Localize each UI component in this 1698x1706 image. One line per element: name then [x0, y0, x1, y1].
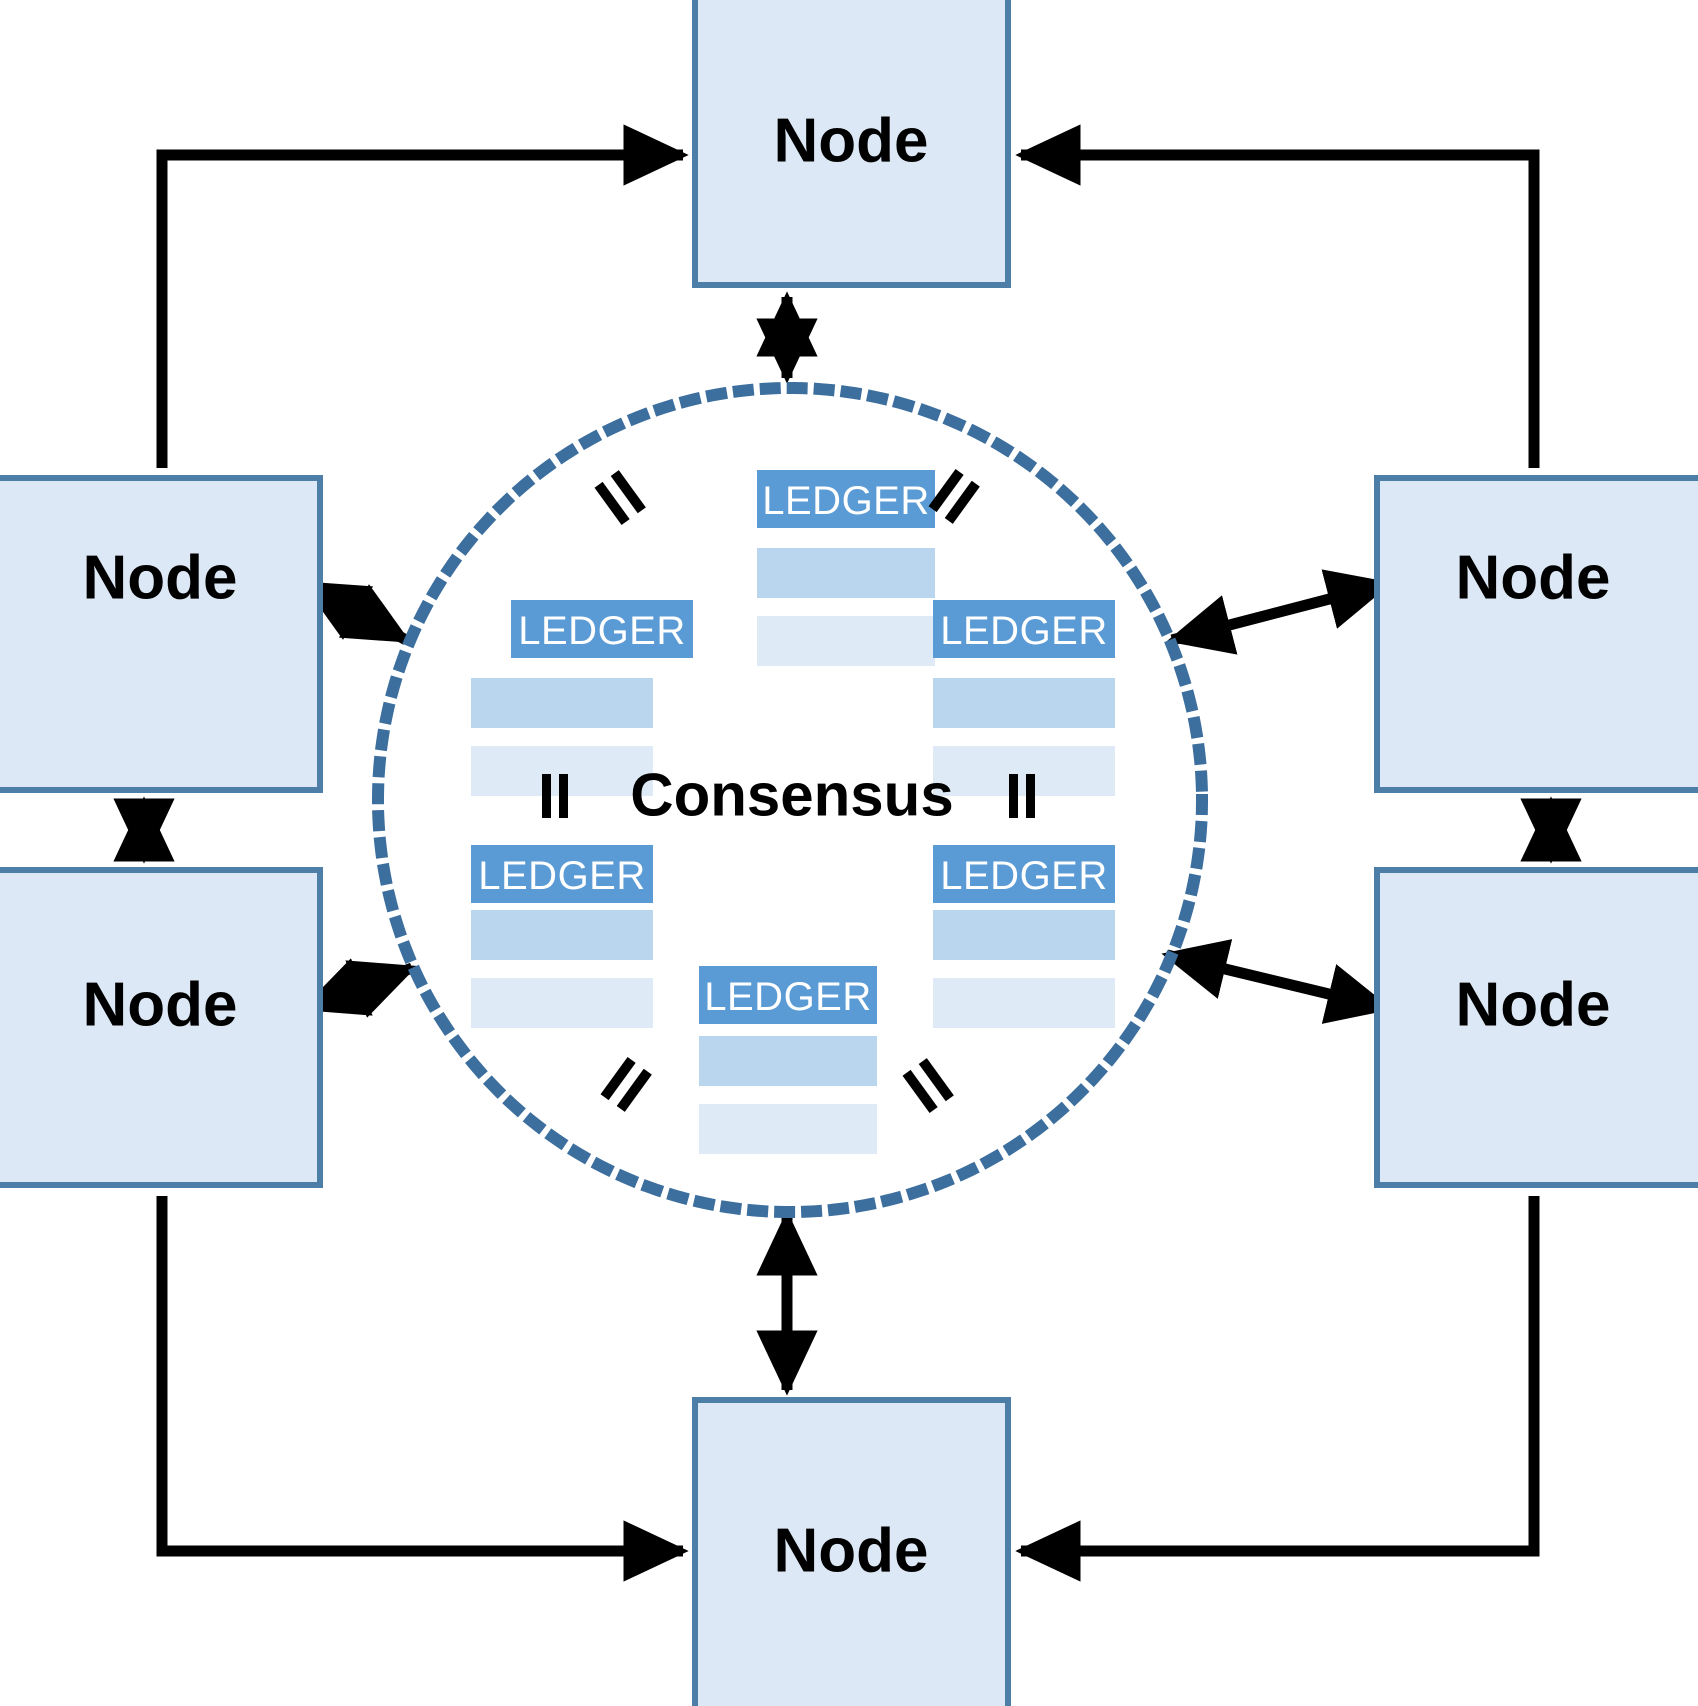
- ledger-right-upper-row-1: [933, 678, 1115, 728]
- outer-connector-group: [156, 124, 1540, 1582]
- ledger-right-lower-row-1: [933, 910, 1115, 960]
- ledger-left-upper-row-1: [471, 678, 653, 728]
- ledger-bottom[interactable]: LEDGER: [699, 966, 877, 1154]
- conn-left-upper-to-top: [156, 124, 689, 468]
- ledger-top-label: LEDGER: [762, 479, 930, 523]
- conn-right-lower-to-center: [1161, 939, 1393, 1024]
- ledger-top-row-2: [757, 616, 935, 666]
- node-bottom-box[interactable]: [692, 1397, 1011, 1706]
- node-bottom[interactable]: Node: [692, 1397, 1011, 1706]
- node-right-upper-label: Node: [1456, 544, 1611, 613]
- node-right-lower[interactable]: Node: [1374, 867, 1698, 1188]
- node-top-box[interactable]: [692, 0, 1011, 288]
- node-right-lower-box[interactable]: [1374, 867, 1698, 1188]
- ledger-right-upper-row-2: [933, 746, 1115, 796]
- ledger-bottom-header: [699, 966, 877, 1024]
- ledger-right-upper-header: [933, 600, 1115, 658]
- center-connector-group: [300, 291, 1393, 1396]
- equals-mid-left-icon: [542, 774, 568, 818]
- ledger-right-lower-label: LEDGER: [940, 854, 1108, 898]
- ledger-top-row-1: [757, 548, 935, 598]
- ledger-right-lower-row-2: [933, 978, 1115, 1028]
- conn-left-lower-to-bottom: [156, 1196, 689, 1582]
- ledger-right-lower[interactable]: LEDGER: [933, 845, 1115, 1028]
- equals-top-right-icon: [928, 468, 980, 524]
- consensus-circle: [372, 382, 1208, 1218]
- equals-mark-group: [542, 468, 1035, 1114]
- conn-right-upper-to-center: [1166, 569, 1393, 655]
- equals-top-left-icon: [594, 470, 646, 526]
- ledger-bottom-label: LEDGER: [704, 975, 872, 1019]
- node-left-lower-label: Node: [83, 971, 238, 1040]
- ledger-left-upper-label: LEDGER: [518, 609, 686, 653]
- ledger-left-lower-row-1: [471, 910, 653, 960]
- equals-bottom-right-icon: [902, 1058, 954, 1114]
- ledger-left-lower[interactable]: LEDGER: [471, 845, 653, 1028]
- conn-right-upper-to-top: [1015, 124, 1540, 468]
- consensus-label: Consensus: [630, 762, 953, 829]
- ledger-top-header: [757, 470, 935, 528]
- node-left-upper[interactable]: Node: [0, 475, 323, 793]
- ledger-left-lower-label: LEDGER: [478, 854, 646, 898]
- node-right-upper[interactable]: Node: [1374, 475, 1698, 793]
- ledger-group: LEDGER LEDGER LEDGER LEDGER: [471, 470, 1115, 1154]
- conn-left-lower-to-center: [300, 958, 418, 1018]
- ledger-left-upper[interactable]: LEDGER: [471, 600, 693, 796]
- node-right-upper-box[interactable]: [1374, 475, 1698, 793]
- ledger-bottom-row-1: [699, 1036, 877, 1086]
- conn-right-lower-to-bottom: [1015, 1196, 1540, 1582]
- node-left-upper-label: Node: [83, 544, 238, 613]
- ledger-left-lower-row-2: [471, 978, 653, 1028]
- ledger-right-upper[interactable]: LEDGER: [933, 600, 1115, 796]
- node-top[interactable]: Node: [692, 0, 1011, 288]
- equals-mid-right-icon: [1009, 774, 1035, 818]
- ledger-right-upper-label: LEDGER: [940, 609, 1108, 653]
- node-left-upper-box[interactable]: [0, 475, 323, 793]
- node-left-lower-box[interactable]: [0, 867, 323, 1188]
- node-bottom-label: Node: [774, 1517, 929, 1586]
- ledger-left-lower-header: [471, 845, 653, 903]
- ledger-bottom-row-2: [699, 1104, 877, 1154]
- node-top-label: Node: [774, 107, 929, 176]
- node-right-lower-label: Node: [1456, 971, 1611, 1040]
- ledger-top[interactable]: LEDGER: [757, 470, 935, 666]
- ledger-right-lower-header: [933, 845, 1115, 903]
- side-connector-group: [113, 796, 1582, 864]
- ledger-left-upper-header: [511, 600, 693, 658]
- node-left-lower[interactable]: Node: [0, 867, 323, 1188]
- equals-bottom-left-icon: [600, 1056, 652, 1112]
